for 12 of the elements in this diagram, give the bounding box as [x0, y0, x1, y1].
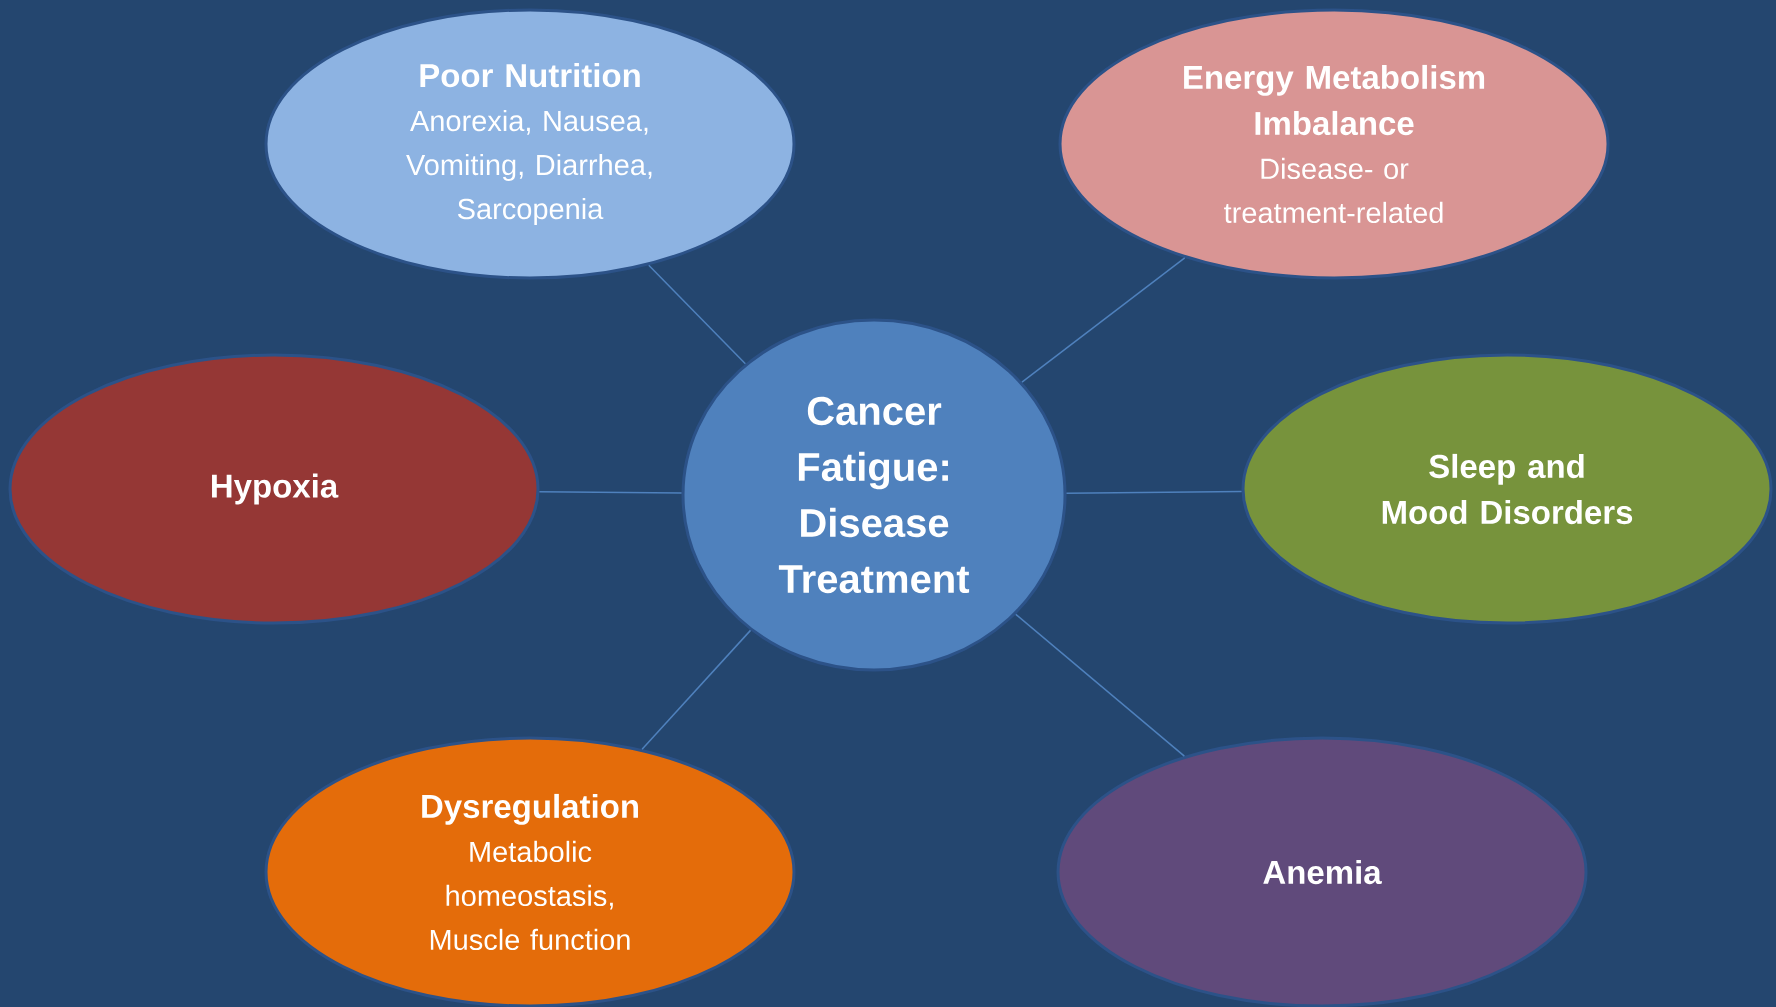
ellipse-node: Energy Metabolism Imbalance Disease- or treatment-related — [1058, 8, 1610, 280]
ellipse-node: Poor Nutrition Anorexia, Nausea, Vomiting, Diarrhea, Sarcopenia — [264, 8, 796, 280]
connector-line — [648, 264, 747, 365]
connector-line — [538, 490, 683, 494]
ellipse-node: Sleep and Mood Disorders — [1241, 353, 1773, 625]
connector-line — [641, 629, 752, 750]
connector-line — [1021, 257, 1186, 383]
connector-line — [1015, 613, 1186, 757]
ellipse-node: Hypoxia — [8, 353, 540, 625]
ellipse-node: Dysregulation Metabolic homeostasis, Muscle function — [264, 736, 796, 1007]
connector-line — [1065, 490, 1243, 494]
ellipse-node: Anemia — [1056, 736, 1588, 1007]
